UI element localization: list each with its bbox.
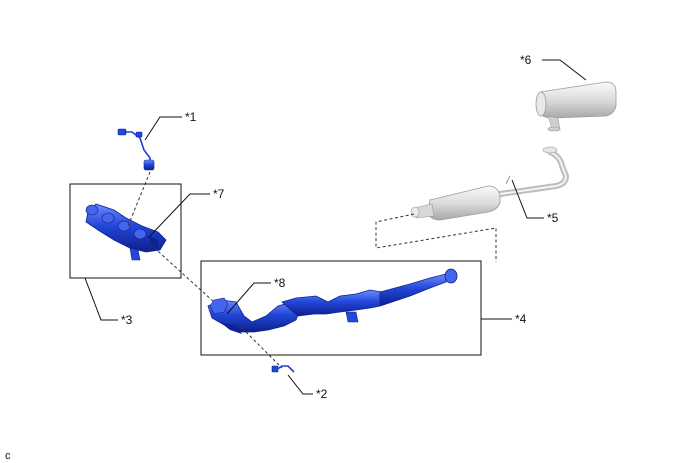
callout-label-7: *7	[213, 187, 225, 201]
front-pipe-box	[200, 260, 482, 356]
callout-label-8: *8	[274, 276, 286, 290]
air-fuel-ratio-sensor-part	[117, 128, 155, 171]
callout-label-1: *1	[185, 110, 197, 124]
sensor2-connection-line	[241, 327, 283, 369]
corner-code: c	[5, 450, 11, 462]
muffler-part	[535, 81, 617, 132]
leader-8	[226, 282, 271, 315]
sensor1-connection-line	[127, 171, 151, 227]
front-exhaust-pipe-part	[207, 268, 458, 334]
manifold-box	[69, 183, 182, 279]
leader-2	[287, 374, 313, 395]
center-exhaust-pipe-part	[410, 146, 570, 221]
heated-oxygen-sensor-part	[271, 365, 295, 373]
leader-7	[147, 193, 210, 239]
pipe-to-center-connection-line	[375, 213, 497, 262]
callout-label-4: *4	[515, 312, 527, 326]
callout-label-5: *5	[547, 211, 559, 225]
manifold-to-pipe-connection-line	[149, 243, 215, 303]
callout-label-3: *3	[121, 313, 133, 327]
callout-label-2: *2	[316, 387, 328, 401]
callout-label-6: *6	[520, 53, 532, 67]
leader-3	[84, 277, 118, 321]
leader-1	[144, 116, 182, 141]
leader-5	[511, 179, 544, 219]
leader-6	[542, 59, 587, 81]
exhaust-manifold-part	[85, 203, 167, 261]
